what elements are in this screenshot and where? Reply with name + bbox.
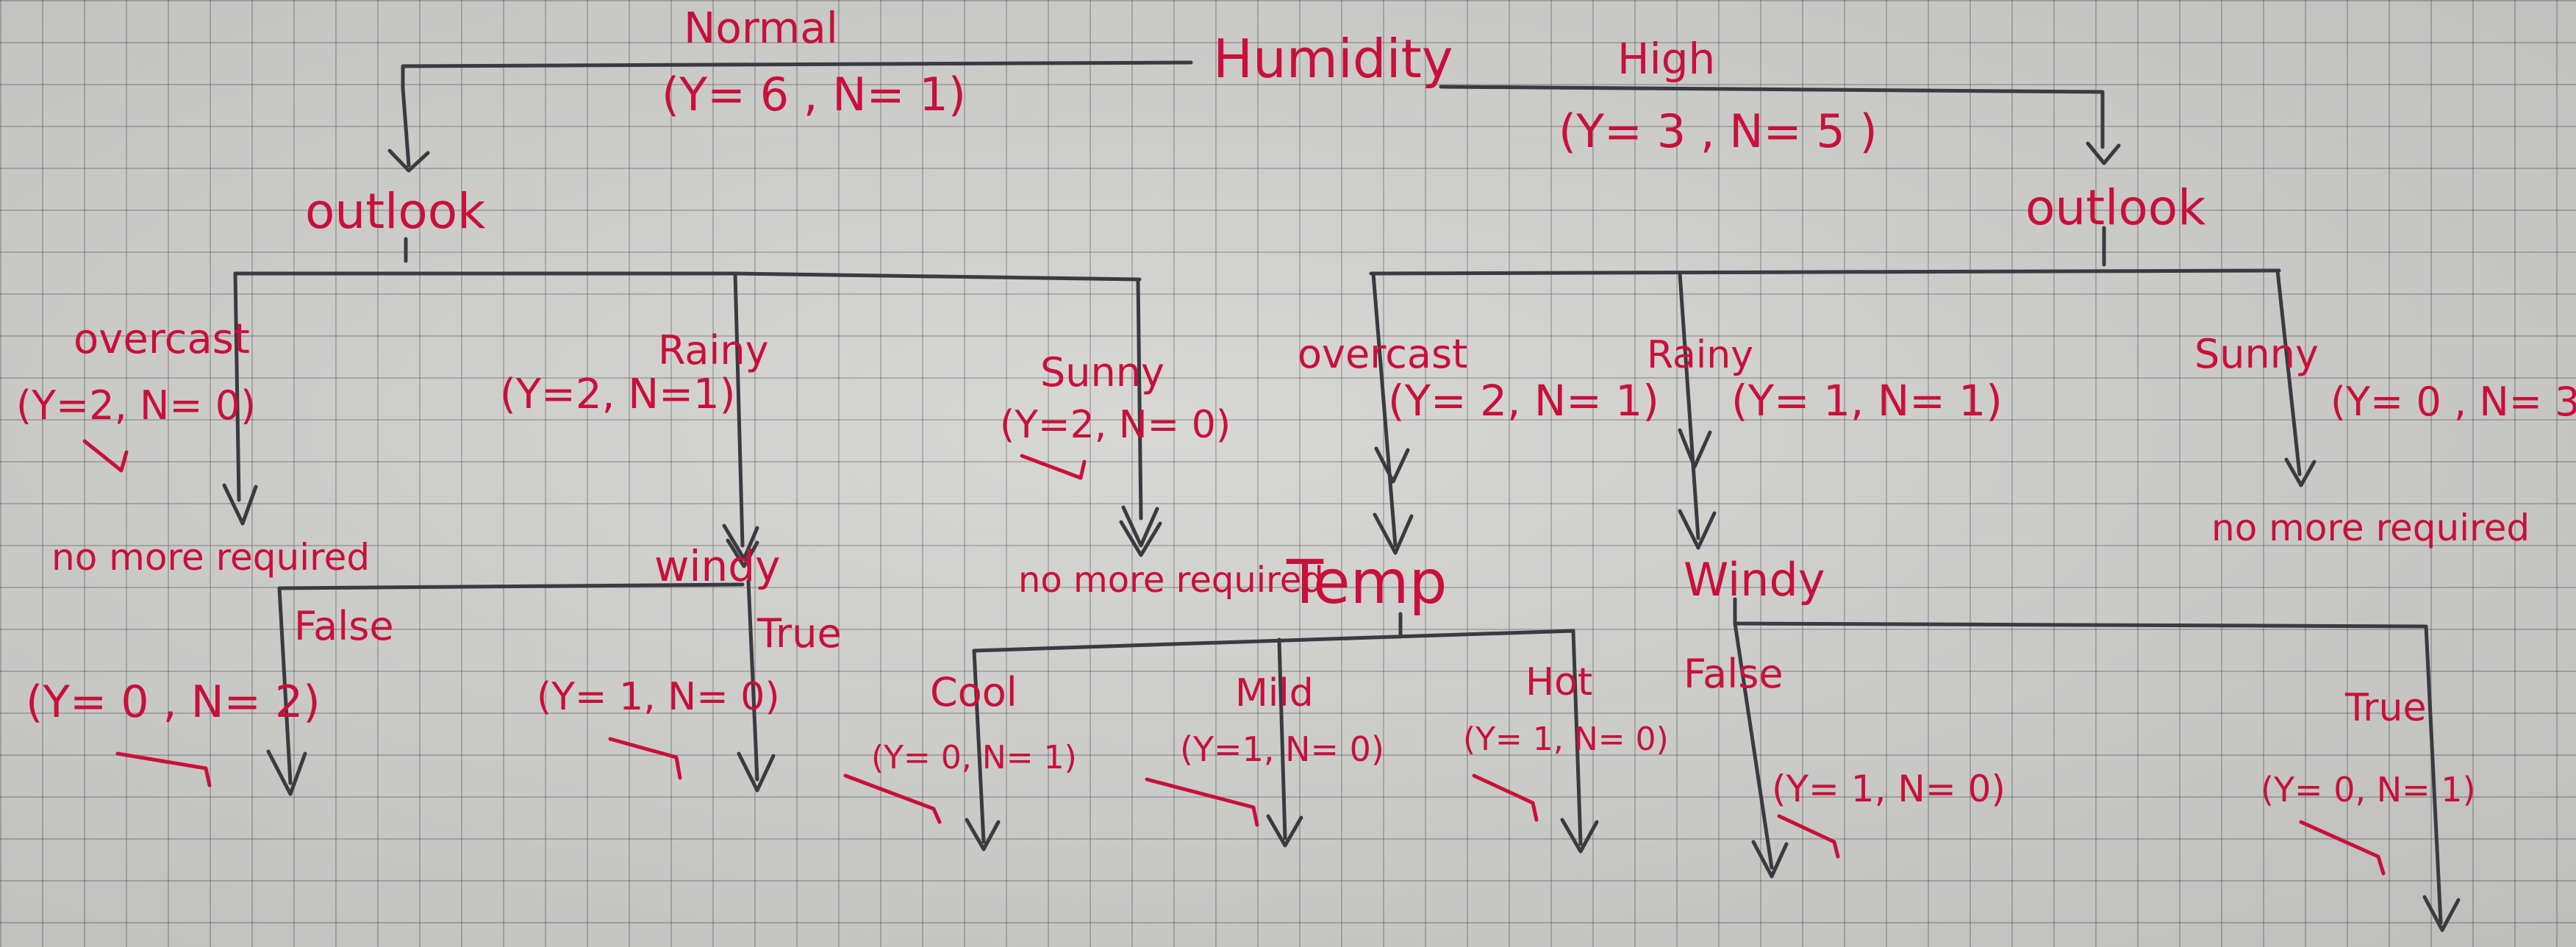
- edge-left-windy-true: [737, 579, 776, 793]
- right-windy-false-counts: (Y= 1, N= 0): [1772, 768, 2006, 810]
- right-sunny-label: Sunny: [2194, 331, 2319, 377]
- branch-high-counts: (Y= 3 , N= 5 ): [1559, 104, 1878, 158]
- temp-hot-label: Hot: [1525, 660, 1592, 704]
- left-sunny-counts: (Y=2, N= 0): [1000, 403, 1231, 447]
- right-windy-bar: [1733, 621, 2428, 629]
- left-sunny-label: Sunny: [1040, 349, 1164, 396]
- edge-temp-cool: [965, 648, 1001, 851]
- edge-left-rainy: [722, 271, 759, 568]
- right-windy-true-label: True: [2344, 686, 2426, 730]
- temp-bar: [972, 629, 1575, 653]
- arrow-to-left-outlook: [387, 86, 430, 173]
- branch-normal-counts: (Y= 6 , N= 1): [662, 68, 966, 121]
- right-sunny-counts: (Y= 0 , N= 3): [2330, 379, 2576, 425]
- edge-right-overcast: [1371, 271, 1414, 555]
- left-outlook-label: outlook: [305, 183, 486, 240]
- right-outlook-bar: [1369, 268, 2281, 276]
- left-overcast-note: no more required: [51, 536, 370, 579]
- edge-left-sunny: [1119, 277, 1162, 557]
- left-windy-bar: [277, 582, 745, 590]
- left-overcast-label: overcast: [74, 315, 250, 363]
- edge-root-normal: [401, 60, 1193, 90]
- left-outlook-bar: [233, 271, 1142, 282]
- branch-normal-label: Normal: [684, 3, 838, 53]
- edge-temp-mild: [1266, 637, 1303, 848]
- left-rainy-label: Rainy: [658, 327, 769, 374]
- check-temp-mild: [1145, 777, 1259, 827]
- branch-high-label: High: [1617, 34, 1715, 84]
- right-windy-false-label: False: [1684, 651, 1783, 697]
- edge-right-rainy: [1678, 271, 1717, 550]
- right-sunny-note: no more required: [2211, 507, 2530, 549]
- right-windy-true-counts: (Y= 0, N= 1): [2261, 770, 2476, 810]
- edge-left-windy-false: [266, 586, 307, 796]
- left-sunny-note: no more required: [1018, 560, 1324, 601]
- check-left-overcast: [82, 439, 129, 473]
- check-left-windy-false: [115, 751, 212, 787]
- check-left-windy-true: [608, 737, 682, 780]
- temp-label: Temp: [1286, 548, 1448, 618]
- check-right-windy-true: [2299, 820, 2386, 876]
- left-windy-true-label: True: [756, 610, 842, 657]
- temp-hot-counts: (Y= 1, N= 0): [1463, 721, 1669, 758]
- right-rainy-counts: (Y= 1, N= 1): [1731, 376, 2003, 426]
- left-overcast-counts: (Y=2, N= 0): [16, 382, 256, 429]
- right-overcast-counts: (Y= 2, N= 1): [1388, 376, 1659, 426]
- right-windy-label: Windy: [1684, 553, 1825, 607]
- temp-cool-counts: (Y= 0, N= 1): [871, 739, 1077, 776]
- left-windy-label: windy: [654, 541, 780, 591]
- right-outlook-label: outlook: [2025, 179, 2206, 236]
- temp-mild-label: Mild: [1235, 671, 1314, 715]
- check-temp-hot: [1472, 773, 1539, 822]
- root-label: Humidity: [1213, 28, 1453, 90]
- left-windy-true-counts: (Y= 1, N= 0): [537, 675, 780, 719]
- right-overcast-label: overcast: [1298, 331, 1467, 377]
- edge-right-sunny: [2275, 268, 2316, 487]
- temp-cool-label: Cool: [930, 669, 1017, 715]
- edge-right-windy-false: [1733, 621, 1789, 879]
- left-rainy-counts: (Y=2, N=1): [500, 371, 736, 418]
- right-rainy-label: Rainy: [1647, 333, 1753, 377]
- check-temp-cool: [843, 773, 942, 824]
- edge-left-overcast: [222, 271, 258, 526]
- check-right-windy-false: [1777, 814, 1840, 859]
- edge-root-high: [1439, 85, 2121, 165]
- left-windy-false-counts: (Y= 0 , N= 2): [26, 676, 321, 728]
- temp-mild-counts: (Y=1, N= 0): [1180, 729, 1384, 769]
- left-windy-false-label: False: [294, 603, 394, 649]
- edge-right-windy-true: [2422, 624, 2461, 932]
- check-left-sunny: [1020, 454, 1087, 480]
- edge-temp-hot: [1560, 629, 1599, 854]
